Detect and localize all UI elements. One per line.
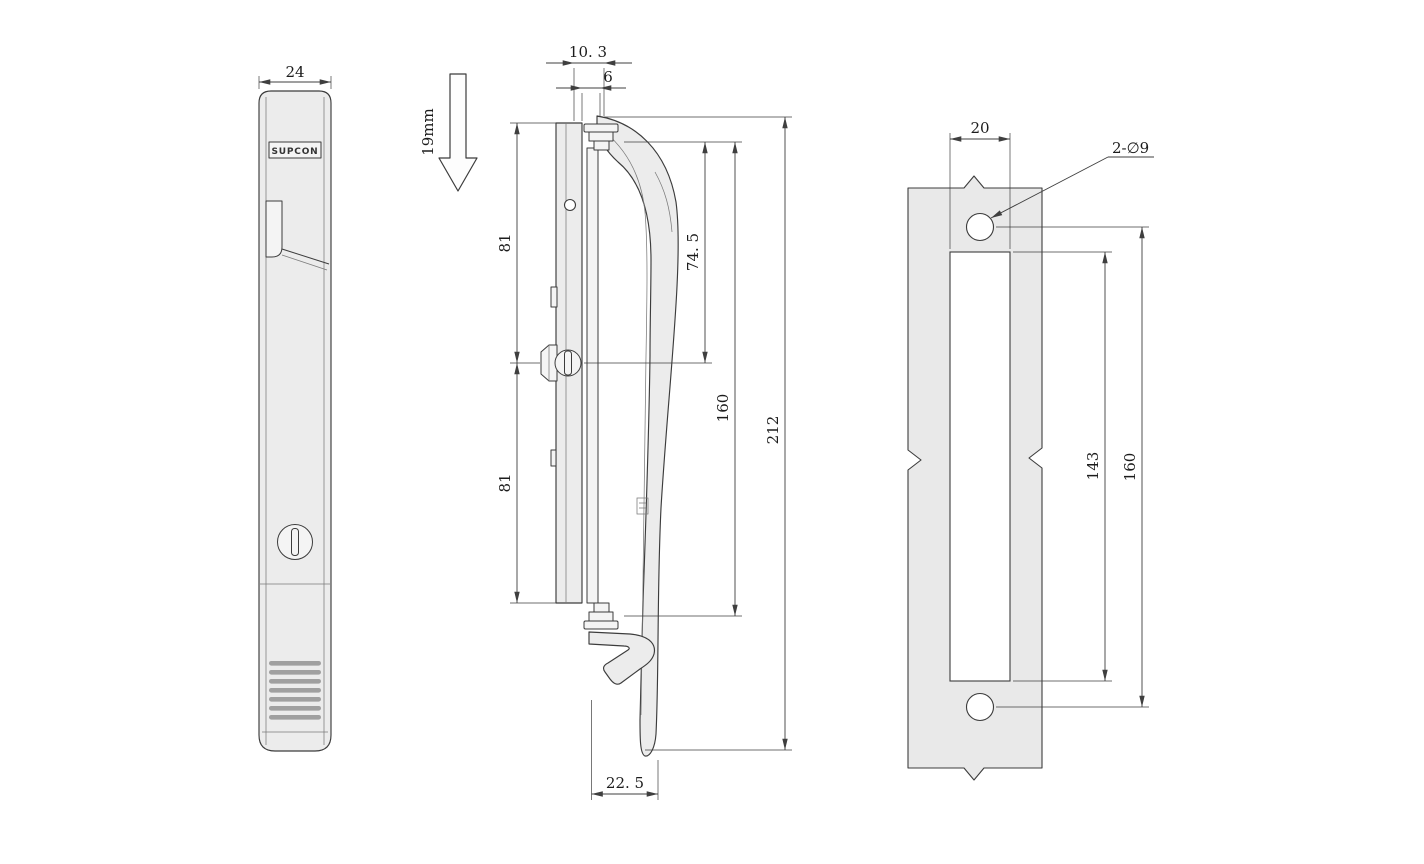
cutout-view: 20 2-∅9 143 160 <box>907 119 1154 781</box>
key-slot <box>291 528 299 556</box>
lock-rod <box>586 147 599 604</box>
latch-hook <box>588 631 656 685</box>
holes-label: 2-∅9 <box>1112 139 1149 157</box>
plate-hole <box>563 198 577 212</box>
mount-hole-bottom <box>965 692 995 722</box>
dim-head-offset: 10. 3 <box>546 43 632 121</box>
dim-panel-gap: 6 <box>556 68 626 121</box>
dim-text-screw-span: 160 <box>714 394 732 423</box>
release-latch <box>265 200 330 271</box>
mount-hole-top <box>965 212 995 242</box>
down-arrow-icon <box>438 73 478 192</box>
front-view: SUPCON 24 <box>258 63 332 752</box>
lock-keyhole <box>277 524 313 560</box>
dim-screw-span: 160 <box>714 142 738 616</box>
dim-text-bottom-depth: 22. 5 <box>606 774 644 792</box>
dim-overall-length: 212 <box>764 117 788 750</box>
dim-text-lower-span: 81 <box>496 473 514 492</box>
dim-text-cutout-width: 20 <box>970 119 989 137</box>
top-fastener <box>583 123 619 151</box>
dim-text-upper-span: 81 <box>496 233 514 252</box>
dim-left-spans: 81 81 <box>496 122 556 604</box>
extension-lines-right <box>584 116 792 751</box>
dim-hole-span: 160 <box>996 226 1149 708</box>
vent-slots <box>269 661 321 720</box>
key-slot-side <box>564 350 572 376</box>
handle-body <box>258 90 332 752</box>
travel-label: 19mm <box>419 108 437 156</box>
travel-indicator: 19mm <box>419 73 478 192</box>
pivot-lock <box>540 344 582 382</box>
brand-label: SUPCON <box>272 147 319 157</box>
dim-cutout-height: 143 <box>1013 251 1112 682</box>
dim-text-front-width: 24 <box>285 63 304 81</box>
blade-emblem <box>636 497 649 515</box>
bottom-fastener <box>583 602 619 630</box>
cutout-opening <box>949 251 1011 682</box>
dim-text-hole-span: 160 <box>1121 453 1139 482</box>
handle-blade <box>596 115 679 757</box>
brand-plate: SUPCON <box>268 141 322 159</box>
side-view: 19mm <box>419 43 792 800</box>
dim-text-overall-length: 212 <box>764 416 782 445</box>
dim-front-width: 24 <box>258 63 332 89</box>
dim-text-cutout-height: 143 <box>1084 452 1102 481</box>
dim-bottom-depth: 22. 5 <box>591 700 659 800</box>
dim-cutout-width: 20 <box>949 119 1011 249</box>
dim-text-screw-to-pivot: 74. 5 <box>684 233 702 271</box>
holes-callout: 2-∅9 <box>990 139 1154 219</box>
dim-text-head-offset: 10. 3 <box>569 43 607 61</box>
dim-screw-to-pivot: 74. 5 <box>684 142 708 363</box>
dim-text-panel-gap: 6 <box>603 68 613 86</box>
